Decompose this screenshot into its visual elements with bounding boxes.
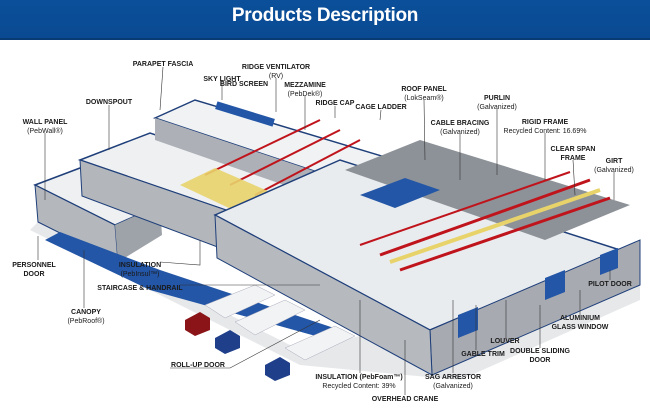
page-title: Products Description	[231, 5, 419, 26]
label-canopy: CANOPY(PebRoof®)	[67, 309, 105, 325]
label-staircase-handrail: STAIRCASE & HANDRAIL	[97, 285, 183, 292]
label-louver: LOUVER	[490, 338, 520, 345]
label-cage-ladder: CAGE LADDER	[355, 104, 407, 111]
label-overhead-crane: OVERHEAD CRANE	[371, 396, 439, 403]
label-wall-panel: WALL PANEL(PebWall®)	[22, 119, 68, 135]
label-sag-arrestor: SAG ARRESTOR(Galvanized)	[424, 374, 482, 390]
label-insulation-pebfoam: INSULATION (PebFoam™)Recycled Content: 3…	[315, 374, 403, 390]
building-diagram: PARAPET FASCIA SKY LIGHT RIDGE VENTILATO…	[0, 40, 650, 410]
label-ridge-cap: RIDGE CAP	[315, 100, 355, 107]
label-roll-up-door: ROLL-UP DOOR	[171, 362, 225, 369]
label-ridge-ventilator: RIDGE VENTILATOR(RV)	[241, 64, 311, 80]
label-mezzanine: MEZZAMINE(PebDek®)	[284, 82, 326, 98]
header-banner: Products Description	[0, 0, 650, 40]
label-cable-bracing: CABLE BRACING(Galvanized)	[430, 120, 490, 136]
label-roof-panel: ROOF PANEL(LokSeam®)	[401, 86, 447, 102]
label-pilot-door: PILOT DOOR	[588, 281, 632, 288]
label-purlin: PURLIN(Galvanized)	[477, 95, 517, 111]
label-girt: GIRT(Galvanized)	[594, 158, 634, 174]
label-parapet-fascia: PARAPET FASCIA	[132, 61, 194, 68]
label-sky-light: SKY LIGHT	[203, 76, 241, 83]
label-gable-trim: GABLE TRIM	[461, 351, 505, 358]
label-bird-screen: BIRD SCREEN	[219, 81, 269, 88]
label-downspout: DOWNSPOUT	[85, 99, 133, 106]
label-insulation-pebinsul: INSULATION(PebInsul™)	[118, 262, 162, 278]
building-illustration	[30, 66, 641, 395]
